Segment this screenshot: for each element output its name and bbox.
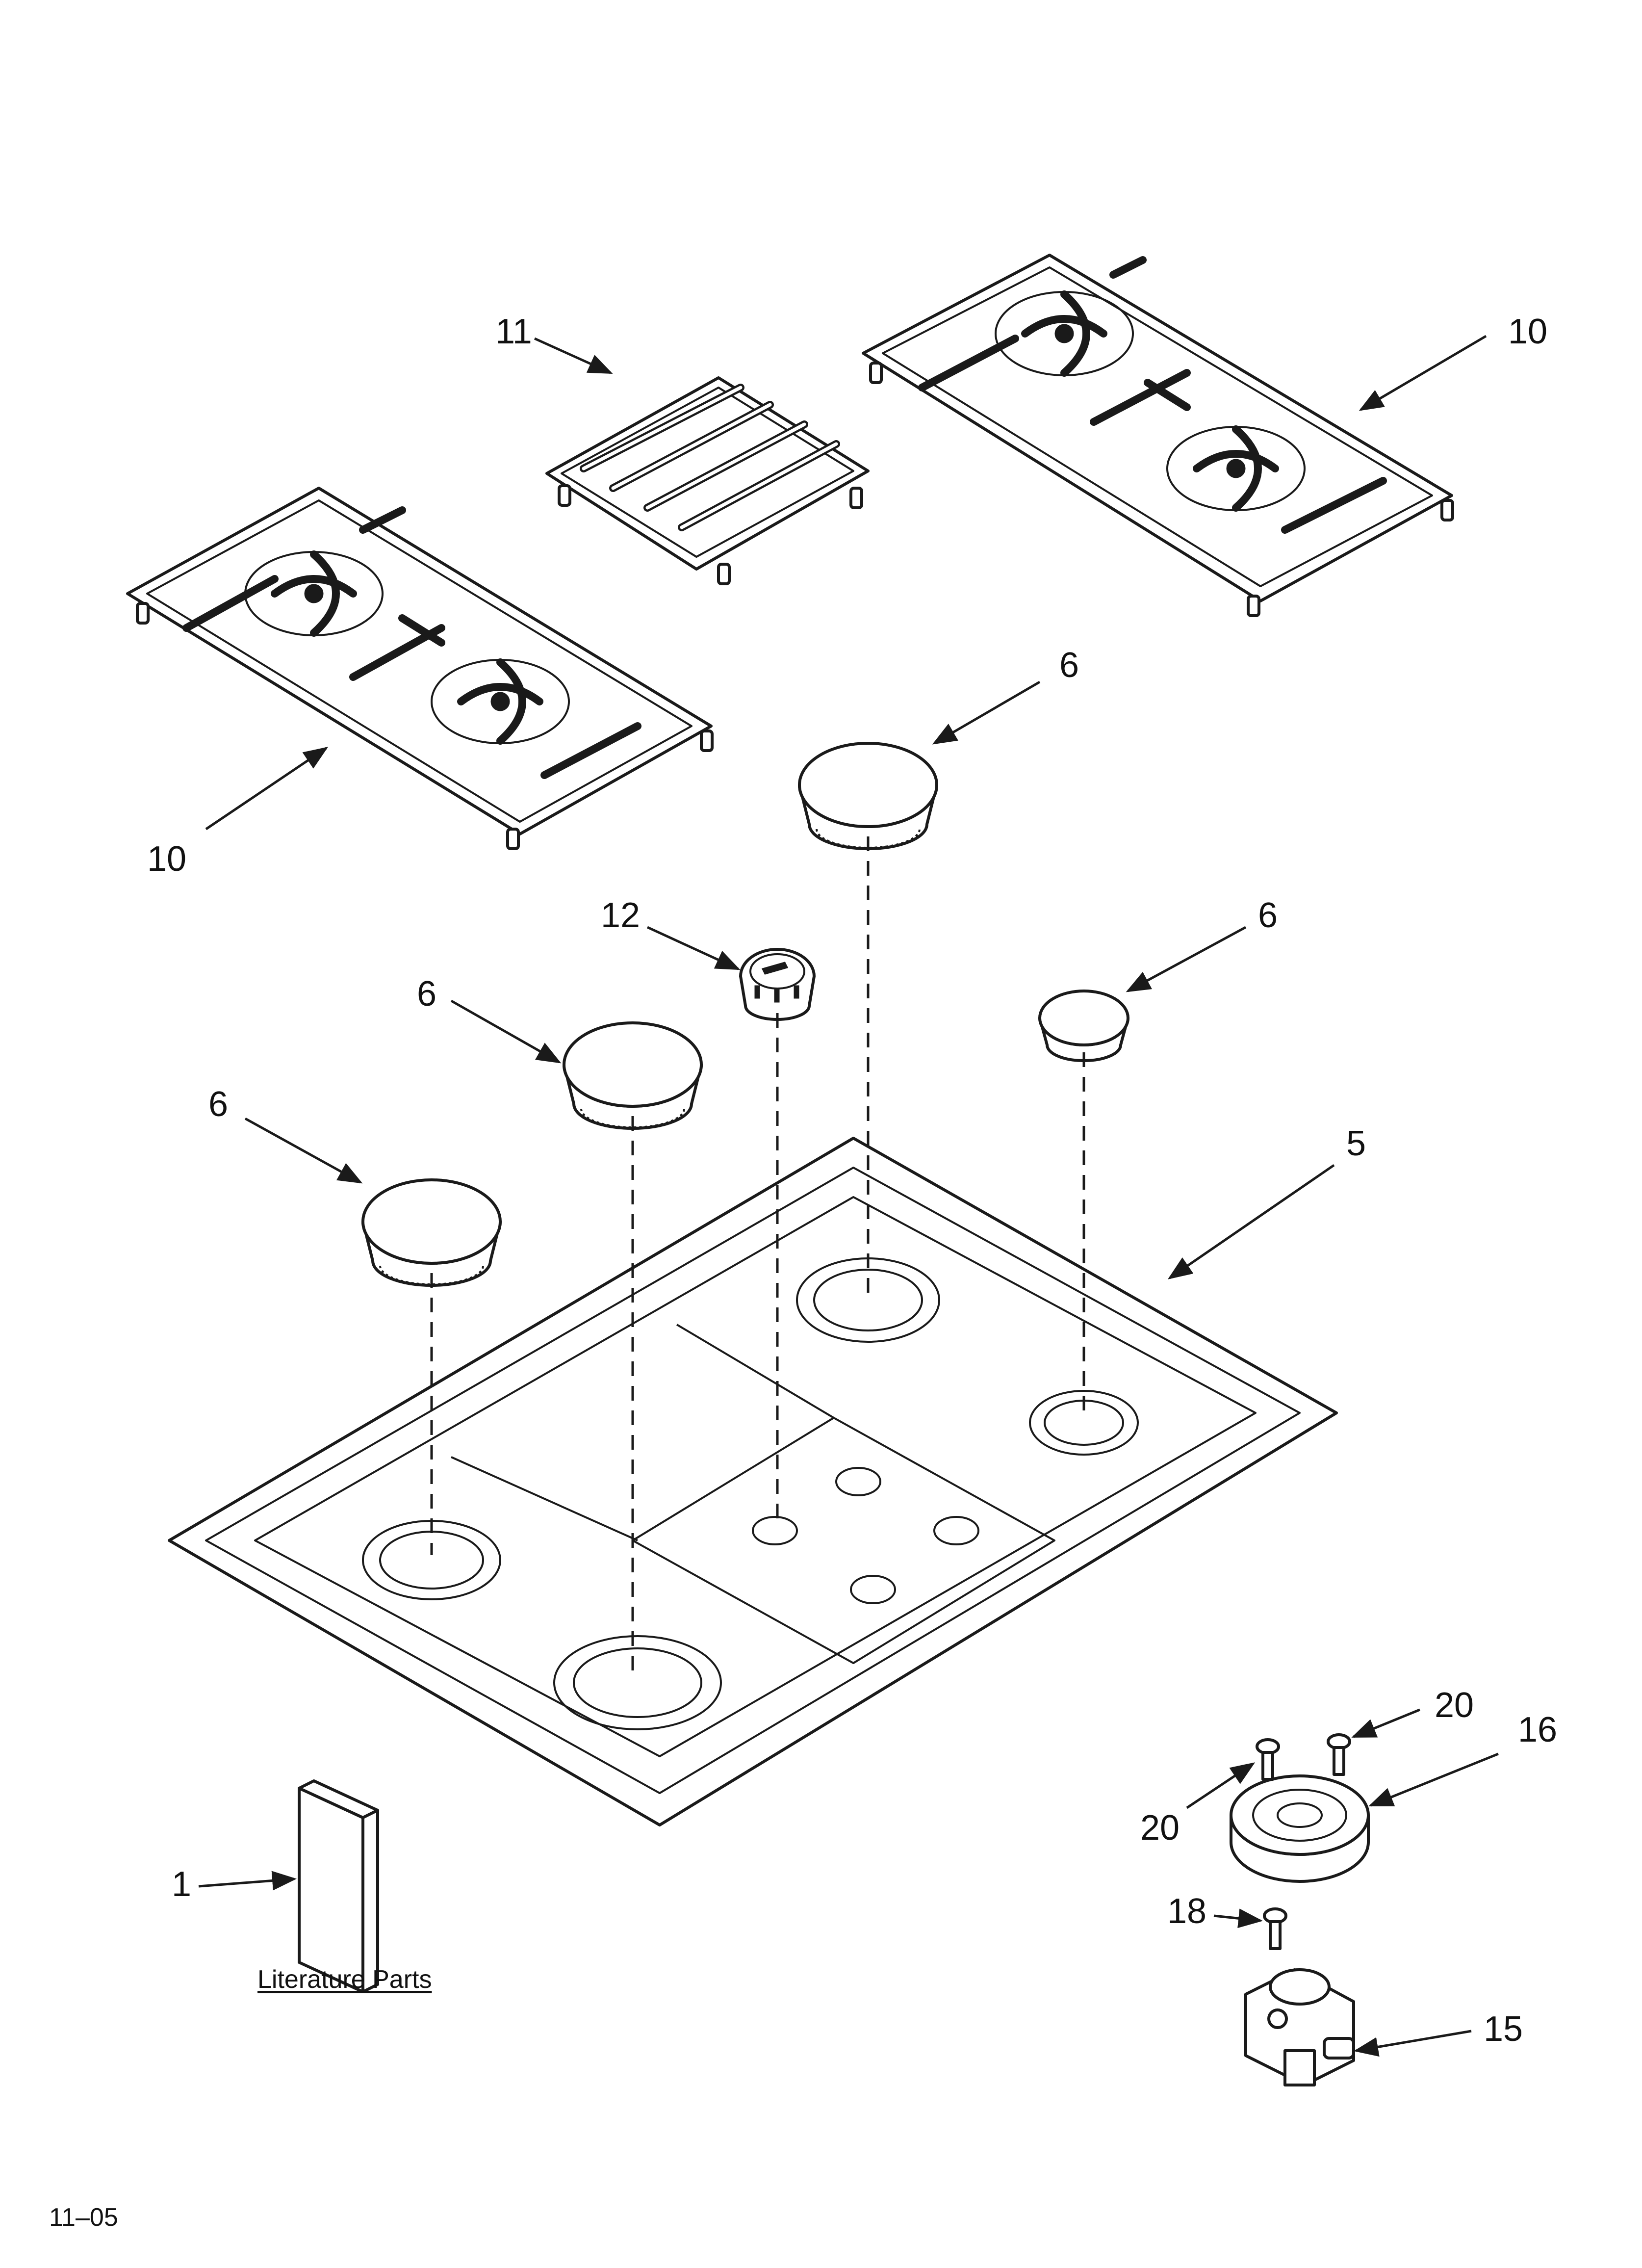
callout-valve: 15 xyxy=(1484,2009,1523,2049)
callout-grate-right: 10 xyxy=(1508,312,1548,351)
callout-screw-upper-left: 20 xyxy=(1140,1808,1180,1848)
leader-lines xyxy=(198,335,1499,2057)
grate-part-10-left xyxy=(126,487,714,850)
assembly-dashed-lines xyxy=(430,836,1085,1678)
burner-cap-far-left xyxy=(361,1178,502,1287)
callout-cap-mid-left: 6 xyxy=(417,974,437,1014)
screw-part-18 xyxy=(1263,1907,1287,1950)
burner-cap-small-right xyxy=(1038,990,1129,1062)
callout-literature: 1 xyxy=(172,1865,192,1904)
burner-cap-mid-left xyxy=(563,1021,703,1130)
callout-cap-far-left: 6 xyxy=(208,1085,229,1124)
footer-code: 11–05 xyxy=(49,2203,118,2232)
callout-screw-upper-right: 20 xyxy=(1435,1686,1474,1725)
burner-base-part-16 xyxy=(1230,1774,1370,1883)
callout-cap-small-right: 6 xyxy=(1258,896,1278,935)
callout-cap-large-top: 6 xyxy=(1059,646,1079,685)
grate-part-10-right xyxy=(862,254,1454,617)
literature-booklet-part-1 xyxy=(298,1779,379,1993)
callout-screw-lower: 18 xyxy=(1167,1892,1207,1931)
callout-grate-top: 11 xyxy=(495,312,532,351)
callout-grate-left: 10 xyxy=(147,839,187,879)
screw-part-20-right xyxy=(1327,1733,1351,1776)
callout-cooktop: 5 xyxy=(1346,1124,1366,1163)
cooktop-part-5 xyxy=(168,1137,1338,1826)
callout-knob: 12 xyxy=(601,896,641,935)
grate-part-11 xyxy=(545,376,870,585)
valve-part-15 xyxy=(1244,1968,1355,2086)
literature-parts-label: Literature Parts xyxy=(257,1965,432,1994)
callout-burner-base: 16 xyxy=(1518,1710,1558,1749)
burner-cap-top-large xyxy=(798,742,938,850)
knob-part-12 xyxy=(739,948,816,1021)
screw-part-20-left xyxy=(1256,1738,1280,1781)
